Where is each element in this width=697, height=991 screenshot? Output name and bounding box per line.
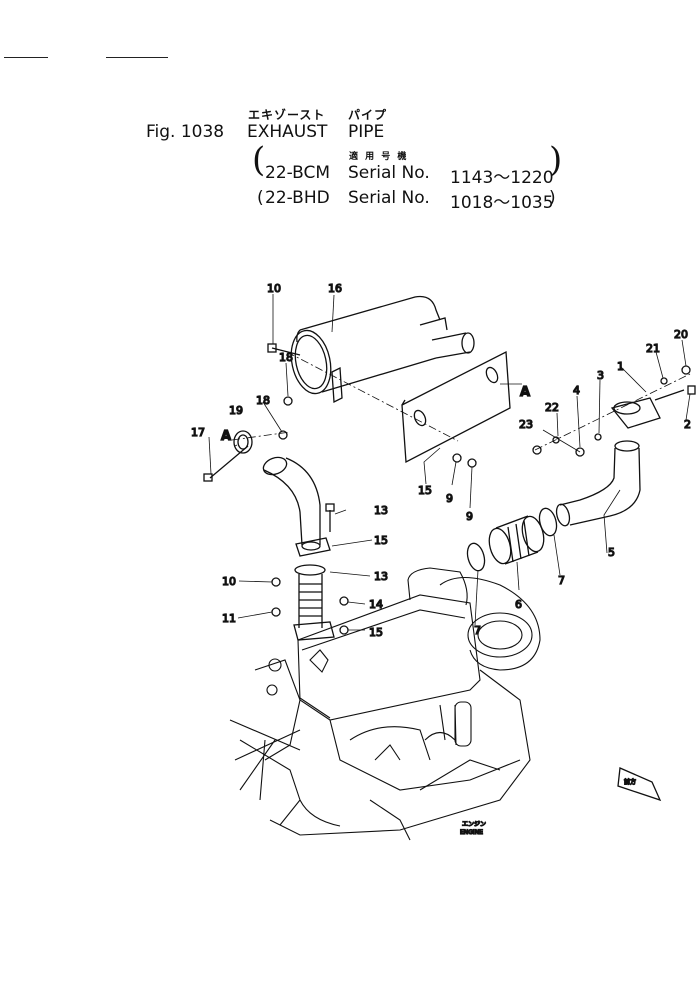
nut-13-lower bbox=[339, 625, 349, 635]
front-marker-label: 前方 bbox=[624, 778, 636, 786]
callout-18-upper: 18 bbox=[279, 351, 293, 364]
clamp-7-left bbox=[466, 542, 486, 572]
bolt-17 bbox=[203, 445, 249, 482]
callout-4: 4 bbox=[573, 384, 580, 397]
callout-9-a: 9 bbox=[446, 492, 453, 505]
serial-row-2-close: ) bbox=[549, 188, 556, 208]
title-right: PIPE bbox=[348, 122, 385, 142]
nut-10-upper bbox=[271, 577, 281, 587]
figure-number: Fig. 1038 bbox=[146, 122, 225, 142]
serial-row-2-label: Serial No. bbox=[348, 188, 430, 208]
centerline-muffler bbox=[286, 351, 459, 442]
exhaust-elbow-pipe bbox=[262, 456, 331, 557]
nut-10-lower bbox=[271, 607, 281, 617]
bolt-12 bbox=[325, 503, 335, 532]
leader-lines bbox=[208, 294, 691, 631]
washer-22 bbox=[552, 436, 560, 444]
nut-13-upper bbox=[339, 596, 349, 606]
callout-10-lower: 11 bbox=[222, 612, 236, 625]
callout-12: 13 bbox=[374, 504, 388, 517]
view-marker-a-right: A bbox=[520, 385, 530, 400]
heat-shield-plate bbox=[401, 350, 511, 464]
washer-21 bbox=[660, 377, 668, 385]
nut-9-a bbox=[452, 453, 462, 463]
callout-13-upper: 14 bbox=[369, 598, 383, 611]
callout-1: 1 bbox=[617, 360, 624, 373]
paren-open-1: ( bbox=[252, 140, 266, 180]
nut-18 bbox=[283, 396, 293, 406]
callout-20: 20 bbox=[674, 328, 688, 341]
callout-23: 23 bbox=[519, 418, 533, 431]
nut-23 bbox=[532, 445, 542, 455]
flex-connector-6 bbox=[488, 515, 545, 565]
callout-6: 6 bbox=[515, 598, 522, 611]
callout-13-lower: 15 bbox=[369, 626, 383, 639]
callout-9-b: 9 bbox=[466, 510, 473, 523]
bolt-2 bbox=[687, 385, 696, 395]
exhaust-pipe-5 bbox=[555, 440, 641, 527]
applicable-serial-jp: 適 用 号 機 bbox=[349, 152, 409, 162]
nut-9-b bbox=[467, 458, 477, 468]
title-jp-right: パイプ bbox=[348, 108, 388, 122]
title-jp-left: エキゾースト bbox=[248, 108, 326, 122]
callout-19: 19 bbox=[229, 404, 243, 417]
washer-4 bbox=[575, 447, 585, 457]
callout-3: 3 bbox=[597, 369, 604, 382]
engine-assembly bbox=[229, 567, 541, 841]
serial-row-2-open: ( bbox=[257, 188, 264, 208]
serial-row-2-model: 22-BHD bbox=[265, 188, 330, 208]
callout-2: 2 bbox=[684, 418, 691, 431]
header-rule-right bbox=[106, 57, 168, 58]
engine-label: ENGINE bbox=[460, 829, 483, 836]
serial-row-2-range: 1018～1035 bbox=[450, 193, 554, 213]
serial-row-1-range: 1143～1220 bbox=[450, 168, 554, 188]
serial-row-1-label: Serial No. bbox=[348, 163, 430, 183]
callout-8: 10 bbox=[267, 282, 281, 295]
callout-16: 16 bbox=[328, 282, 342, 295]
bolt-8 bbox=[267, 343, 301, 356]
paren-close-1: ) bbox=[549, 140, 563, 180]
front-direction-marker bbox=[617, 767, 662, 802]
callout-5: 5 bbox=[608, 546, 615, 559]
header-rule-left bbox=[4, 57, 48, 58]
clamp-bracket bbox=[610, 389, 685, 429]
callout-14: 15 bbox=[374, 534, 388, 547]
bolt-20 bbox=[681, 365, 691, 375]
nut-3 bbox=[594, 433, 602, 441]
muffler bbox=[290, 295, 475, 404]
callout-11: 13 bbox=[374, 570, 388, 583]
engine-label-jp: エンジン bbox=[462, 821, 486, 828]
callout-18-lower: 18 bbox=[256, 394, 270, 407]
callout-22: 22 bbox=[545, 401, 559, 414]
callout-10-upper: 10 bbox=[222, 575, 236, 588]
flex-bellows bbox=[293, 564, 335, 641]
view-marker-a-left: A bbox=[221, 429, 231, 444]
callout-7-right: 7 bbox=[558, 574, 565, 587]
centerline-clamp bbox=[534, 373, 691, 451]
gasket-19 bbox=[233, 430, 253, 454]
centerline-flange bbox=[231, 431, 291, 441]
nut-18-lower bbox=[278, 430, 288, 440]
callout-15: 15 bbox=[418, 484, 432, 497]
callout-21: 21 bbox=[646, 342, 660, 355]
title-left: EXHAUST bbox=[247, 122, 328, 142]
serial-row-1-model: 22-BCM bbox=[265, 163, 331, 183]
callout-7-left: 7 bbox=[474, 624, 481, 637]
callout-17: 17 bbox=[191, 426, 205, 439]
